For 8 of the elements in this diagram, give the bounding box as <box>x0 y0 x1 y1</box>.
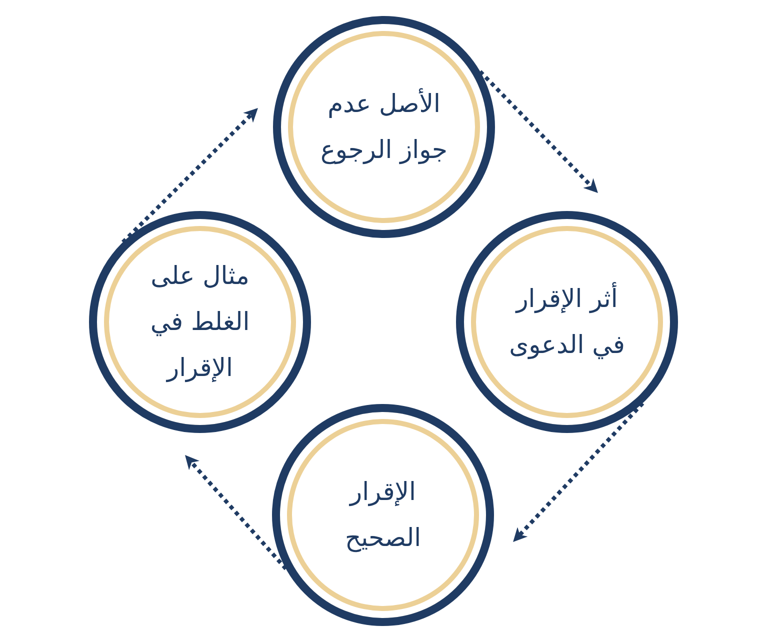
arrow <box>121 108 258 244</box>
arrow <box>513 402 644 542</box>
circle-node: مثال على الغلط في الإقرار <box>89 211 311 433</box>
circle-node: أثر الإقرار في الدعوى <box>456 211 678 433</box>
arrow <box>185 455 288 570</box>
circle-node: الإقرار الصحيح <box>272 404 494 626</box>
arrow <box>478 70 598 194</box>
circle-node: الأصل عدم جواز الرجوع <box>273 16 495 238</box>
